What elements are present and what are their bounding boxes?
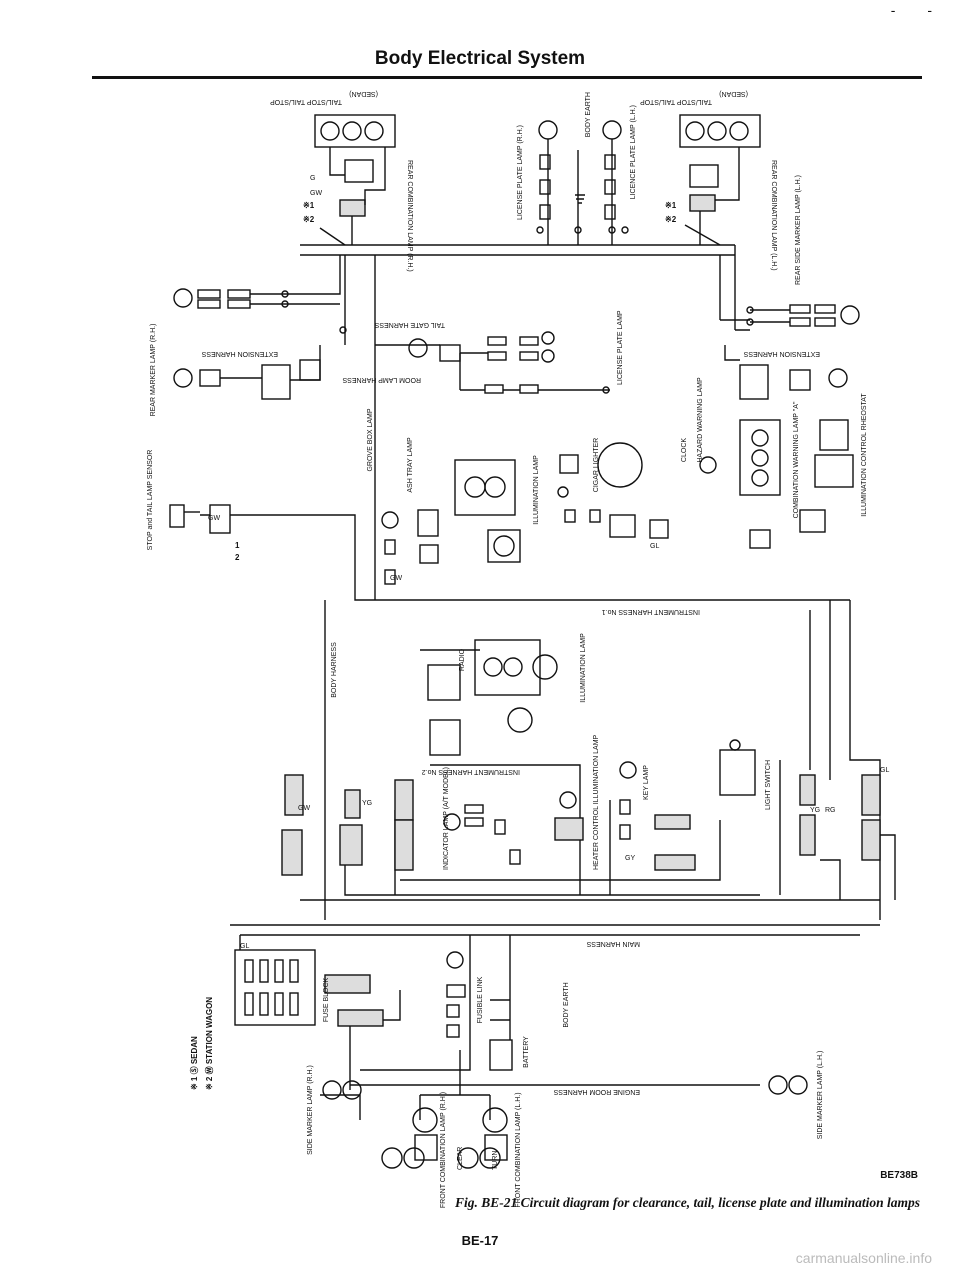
wire-code: GL — [880, 767, 889, 774]
wire-code: GL — [240, 943, 249, 950]
side-marker-lh-label: SIDE MARKER LAMP (L.H.) — [817, 1051, 824, 1140]
rear-combination-lamp-lh: TAIL/STOP TAIL/STOP (SEDAN) REAR COMBINA… — [640, 90, 777, 271]
wire-code: YG — [362, 800, 372, 807]
note-station-wagon: ※ 2 Ⓦ STATION WAGON — [204, 997, 214, 1090]
cigar-lighter-label: CIGAR LIGHTER — [593, 438, 600, 492]
illum-control-rheostat-label: ILLUMINATION CONTROL RHEOSTAT — [861, 393, 868, 517]
corner-mark: - - — [890, 2, 946, 18]
engine-room-harness-label: ENGINE ROOM HARNESS — [553, 1088, 640, 1095]
glove-box-lamp-label: GROVE BOX LAMP — [367, 408, 374, 471]
note-sedan: ※ 1 Ⓢ SEDAN — [189, 1036, 199, 1090]
clock-label: CLOCK — [681, 438, 688, 462]
rear-side-marker-lh-group: REAR SIDE MARKER LAMP (L.H.) EXTENSION H… — [720, 175, 860, 400]
sedan-label-rh: (SEDAN) — [349, 90, 378, 97]
key-lamp-label: KEY LAMP — [643, 765, 650, 800]
stop-tail-sensor-label: STOP and TAIL LAMP SENSOR — [147, 450, 154, 551]
license-plate-lh-label: LICENCE PLATE LAMP (L.H.) — [630, 105, 637, 199]
tail-gate-harness-label: TAIL GATE HARNESS — [374, 321, 445, 328]
star1-label-lh: ※1 — [665, 201, 677, 210]
room-lamp-harness-label: ROOM LAMP HARNESS — [342, 376, 421, 383]
figure-code: BE738B — [880, 1170, 918, 1181]
rear-comb-lamp-lh-label: REAR COMBINATION LAMP (L.H.) — [770, 160, 777, 271]
rear-marker-lamp-rh-group: REAR MARKER LAMP (R.H.) EXTENSION HARNES… — [150, 255, 347, 417]
battery-label: BATTERY — [523, 1036, 530, 1068]
front-lamps-group: SIDE MARKER LAMP (R.H.) SIDE MARKER LAMP… — [307, 1051, 824, 1208]
rear-side-marker-lh-label: REAR SIDE MARKER LAMP (L.H.) — [795, 175, 802, 285]
fuse-block-label: FUSE BLOCK — [323, 978, 330, 1023]
lower-connectors: INDICATOR LAMP (A/T MODEL) HEATER CONTRO… — [281, 734, 881, 876]
wire-code: GY — [625, 855, 635, 862]
light-switch-label: LIGHT SWITCH — [765, 760, 772, 810]
license-plate-rh-label: LICENSE PLATE LAMP (R.H.) — [517, 125, 524, 220]
extension-harness-left-label: EXTENSION HARNESS — [201, 350, 278, 357]
illumination-lamp-2-label: ILLUMINATION LAMP — [580, 633, 587, 703]
heater-control-label: HEATER CONTROL ILLUMINATION LAMP — [593, 734, 600, 870]
wire-gw-label: GW — [310, 190, 322, 197]
clear-label: CLEAR — [457, 1147, 464, 1170]
rear-comb-lamp-rh-label: REAR COMBINATION LAMP (R.H.) — [406, 160, 413, 272]
body-earth-bottom-label: BODY EARTH — [563, 982, 570, 1027]
figure-caption: Fig. BE-21 Circuit diagram for clearance… — [454, 1195, 920, 1210]
instrument-harness-2-label: INSTRUMENT HARNESS No.2 — [422, 768, 520, 775]
wire-codes: GW GW GW YG YG GL RG GY GL GL — [208, 515, 889, 950]
license-plate-lamps-top: LICENSE PLATE LAMP (R.H.) BODY EARTH LIC… — [517, 92, 637, 245]
wire-code: RG — [825, 807, 836, 814]
wire-code: GW — [298, 805, 310, 812]
license-plate-lamp-label: LICENSE PLATE LAMP — [617, 310, 624, 385]
tail-stop-label-rh: TAIL/STOP TAIL/STOP — [270, 98, 342, 105]
rear-combination-lamp-rh: TAIL/STOP TAIL/STOP (SEDAN) REAR COMBINA… — [270, 90, 413, 272]
radio-group: BODY HARNESS RADIO ILLUMINATION LAMP INS… — [331, 633, 587, 775]
comb-warning-lamp-label: COMBINATION WARNING LAMP "A" — [793, 401, 800, 518]
extension-harness-right-label: EXTENSION HARNESS — [743, 350, 820, 357]
radio-label: RADIO — [459, 648, 466, 671]
front-comb-lh-label: FRONT COMBINATION LAMP (L.H.) — [515, 1092, 522, 1207]
wire-g-label: G — [310, 175, 315, 182]
sedan-label-lh: (SEDAN) — [719, 90, 748, 97]
footer-watermark: carmanualsonline.info — [795, 1250, 932, 1266]
fusible-link-label: FUSIBLE LINK — [477, 976, 484, 1023]
trunk-wires — [200, 244, 896, 1120]
stop-tail-sensor-group: STOP and TAIL LAMP SENSOR 1 2 — [147, 450, 240, 562]
star1-label: ※1 — [303, 201, 315, 210]
wire-code: GW — [208, 515, 220, 522]
wire-code: GL — [650, 543, 659, 550]
turn-label: TURN — [492, 1151, 499, 1170]
tail-stop-label-lh: TAIL/STOP TAIL/STOP — [640, 98, 712, 105]
body-earth-top-label: BODY EARTH — [585, 92, 592, 137]
room-lamp-group: TAIL GATE HARNESS ROOM LAMP HARNESS LICE… — [342, 310, 624, 394]
fuse-battery-group: FUSE BLOCK FUSIBLE LINK BATTERY BODY EAR… — [234, 940, 640, 1095]
wire-code: GW — [390, 575, 402, 582]
star2-label-lh: ※2 — [665, 215, 677, 224]
hazard-warning-label: HAZARD WARNING LAMP — [697, 377, 704, 463]
wire-code: YG — [810, 807, 820, 814]
notes-group: ※ 1 Ⓢ SEDAN ※ 2 Ⓦ STATION WAGON — [189, 997, 214, 1090]
indicator-lamp-label: INDICATOR LAMP (A/T MODEL) — [443, 767, 450, 870]
rear-marker-rh-label: REAR MARKER LAMP (R.H.) — [150, 324, 157, 417]
front-comb-rh-label: FRONT COMBINATION LAMP (R.H.) — [440, 1092, 447, 1208]
num2-label: 2 — [235, 553, 240, 562]
side-marker-rh-label: SIDE MARKER LAMP (R.H.) — [307, 1065, 314, 1155]
main-harness-label: MAIN HARNESS — [586, 940, 640, 947]
page-number: BE-17 — [461, 1233, 499, 1248]
instrument-harness-1-label: INSTRUMENT HARNESS No.1 — [602, 608, 700, 615]
page-header: Body Electrical System — [374, 48, 586, 69]
num1-label: 1 — [235, 541, 240, 550]
ash-tray-lamp-label: ASH TRAY LAMP — [407, 437, 414, 493]
star2-label: ※2 — [303, 215, 315, 224]
body-harness-label: BODY HARNESS — [331, 642, 338, 698]
illumination-lamp-1-label: ILLUMINATION LAMP — [533, 455, 540, 525]
header-rule — [92, 76, 922, 79]
instrument-panel-group: GROVE BOX LAMP ASH TRAY LAMP ILLUMINATIO… — [367, 377, 868, 615]
